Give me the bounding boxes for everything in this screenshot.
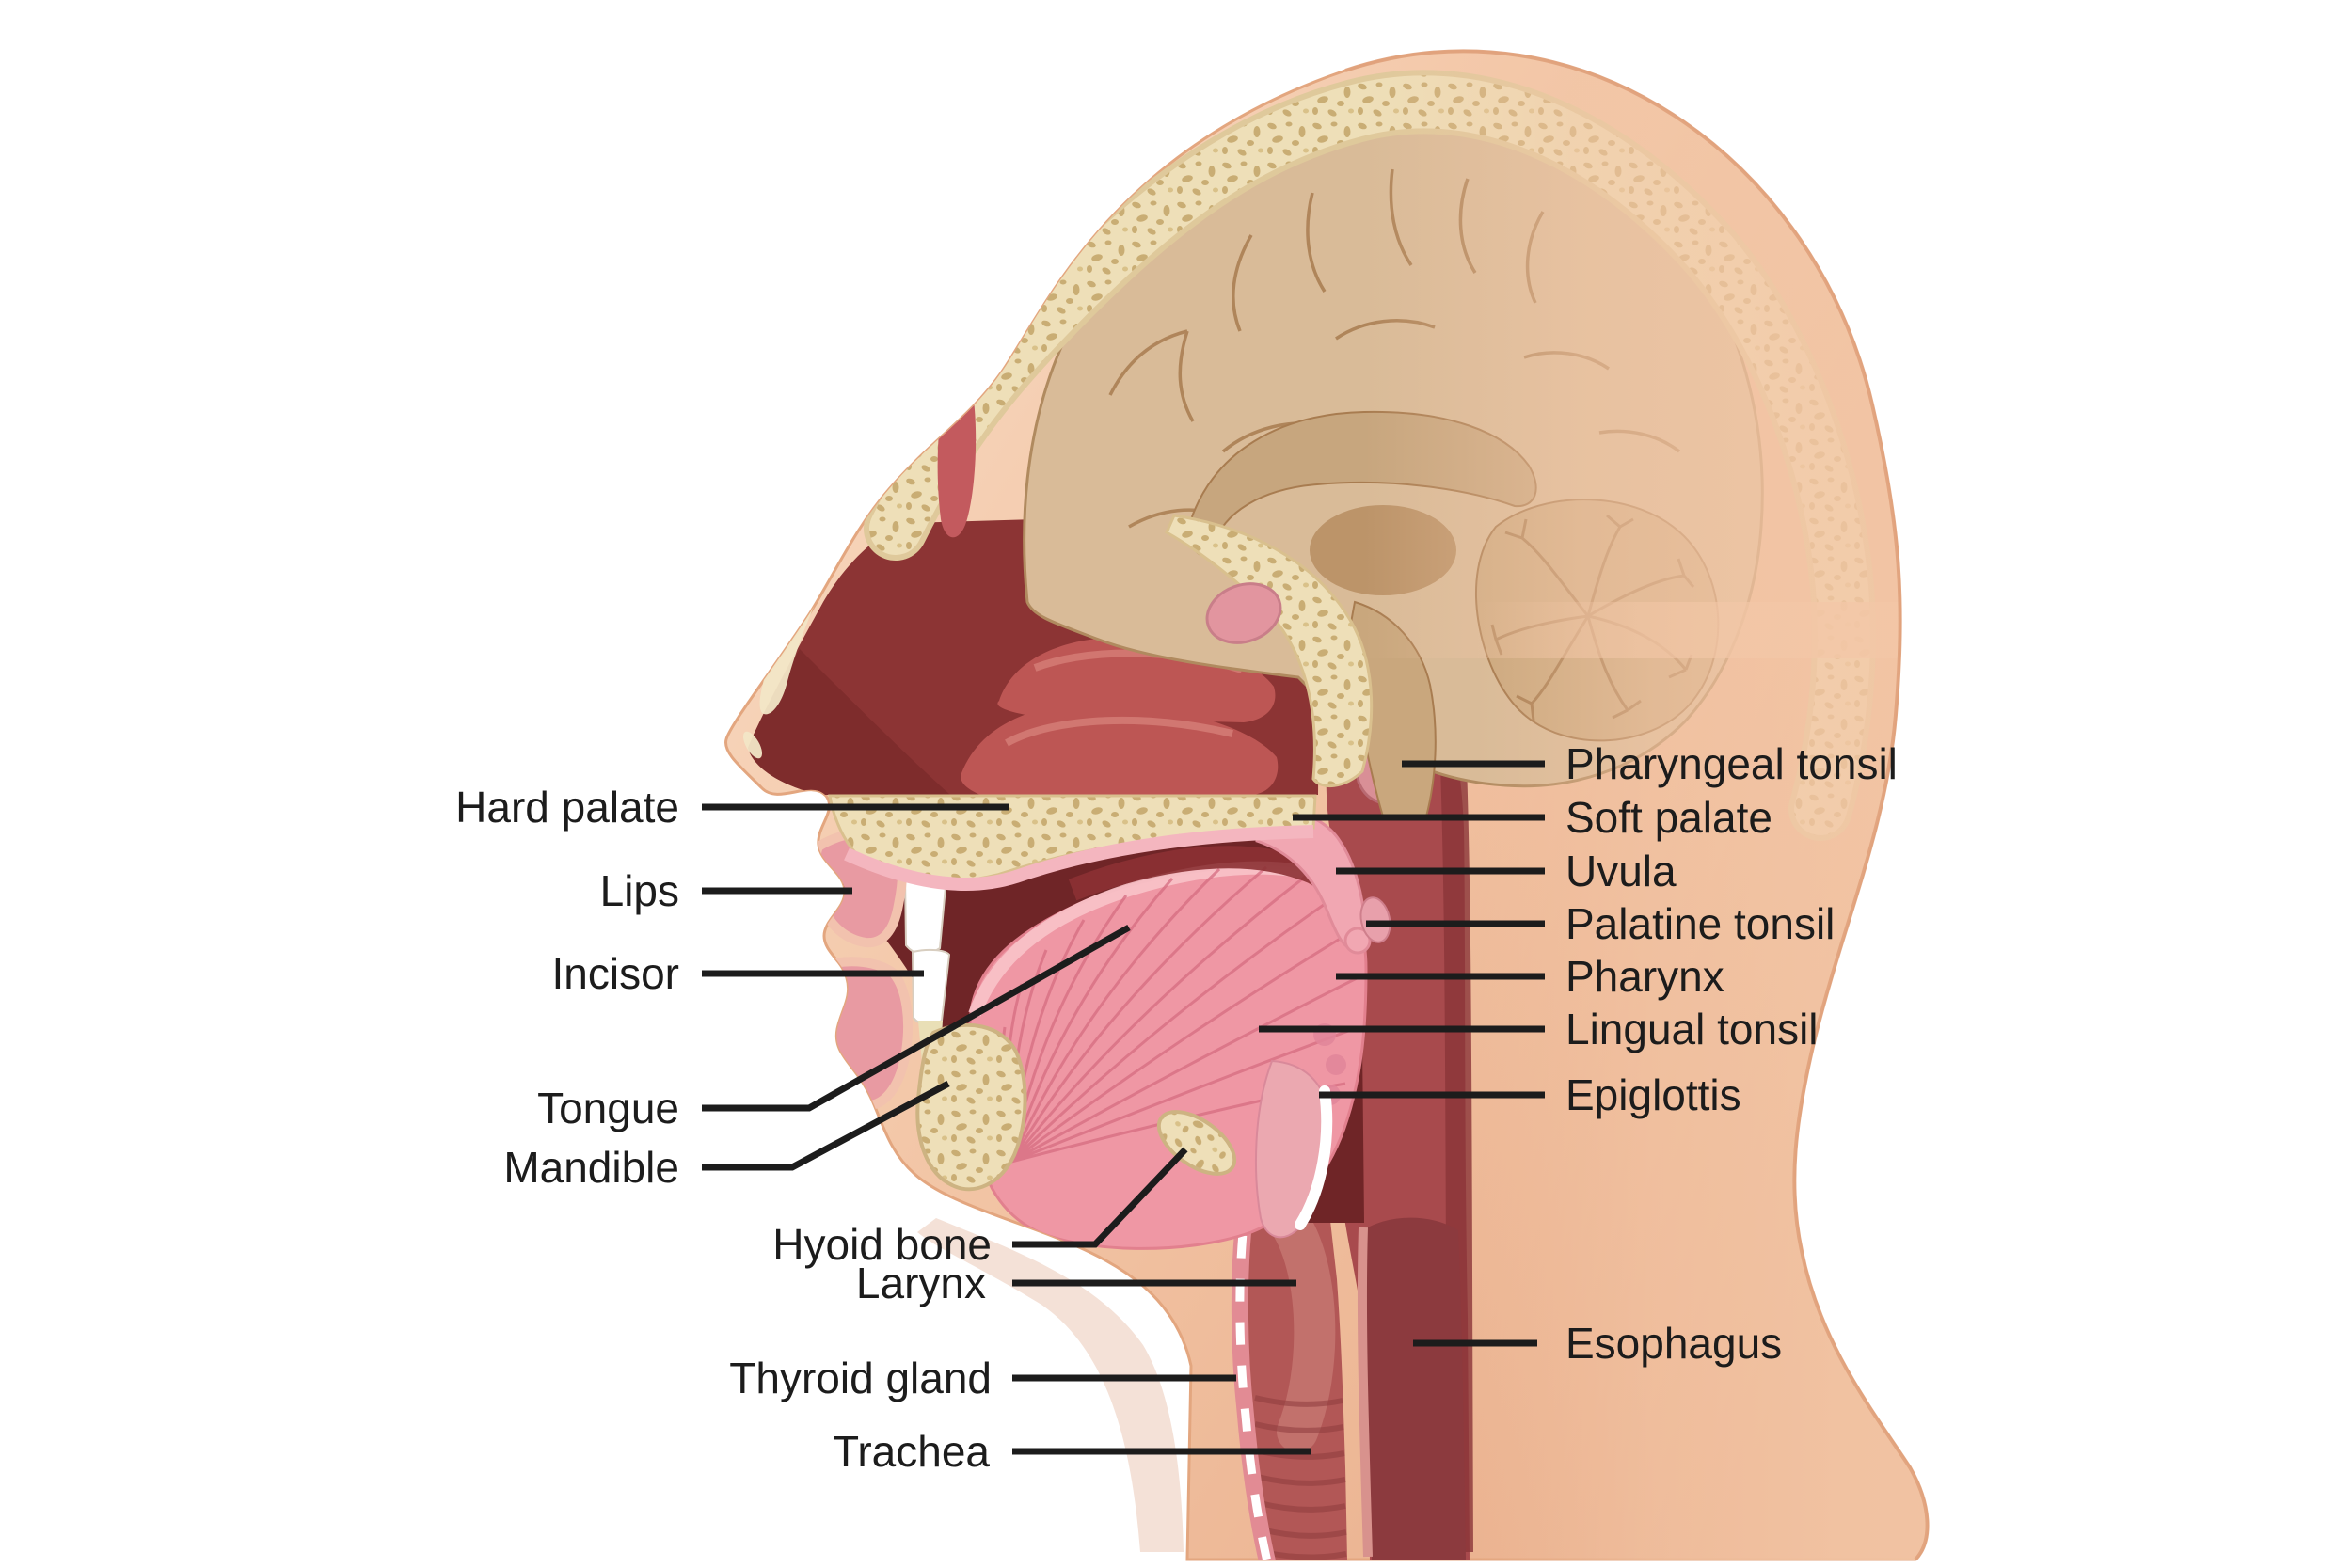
label-larynx: Larynx (856, 1259, 986, 1307)
esophagus-front-rim (1357, 1227, 1373, 1558)
sphenoid-sinus (1205, 582, 1282, 644)
label-mandible: Mandible (503, 1143, 679, 1192)
label-incisor: Incisor (552, 949, 679, 998)
label-tongue: Tongue (537, 1084, 679, 1132)
leader-mandible (702, 1080, 950, 1171)
leader-lines (702, 760, 1545, 1455)
palatine-tonsil-shape (1359, 896, 1391, 943)
palate-mucosa (844, 825, 1314, 891)
label-trachea: Trachea (833, 1427, 990, 1476)
label-soft-palate: Soft palate (1565, 793, 1772, 842)
label-hyoid-bone: Hyoid bone (772, 1220, 992, 1269)
leader-tongue (702, 924, 1131, 1112)
mandible-bone (915, 1022, 1027, 1192)
uvula-tip (1343, 927, 1372, 955)
label-pharyngeal-tonsil: Pharyngeal tonsil (1565, 739, 1898, 788)
label-uvula: Uvula (1565, 847, 1677, 895)
label-palatine-tonsil: Palatine tonsil (1565, 899, 1835, 948)
label-hard-palate: Hard palate (455, 783, 679, 832)
leader-hyoid-bone (1012, 1147, 1188, 1248)
head-outline (1344, 49, 1930, 1561)
label-esophagus: Esophagus (1565, 1319, 1782, 1368)
lower-lip (808, 957, 914, 1111)
nasal-cavity-front-shade (748, 649, 950, 795)
epiglottis-cartilage-white (1295, 1085, 1333, 1230)
larynx-trachea (1231, 1181, 1347, 1560)
label-lips: Lips (600, 866, 679, 915)
hyoid-bone-shape (1156, 1110, 1237, 1176)
esophagus-region (1360, 1217, 1466, 1560)
label-thyroid-gland: Thyroid gland (729, 1354, 992, 1402)
label-pharynx: Pharynx (1565, 952, 1724, 1001)
nose-tip-cartilage (742, 731, 763, 759)
label-lingual-tonsil: Lingual tonsil (1565, 1005, 1819, 1053)
labels: Hard palate Lips Incisor Tongue Mandible… (455, 739, 1898, 1476)
thyroid-cartilage-dashes (1235, 1192, 1272, 1560)
label-epiglottis: Epiglottis (1565, 1070, 1741, 1119)
larynx-interior-highlight (1270, 1204, 1336, 1452)
